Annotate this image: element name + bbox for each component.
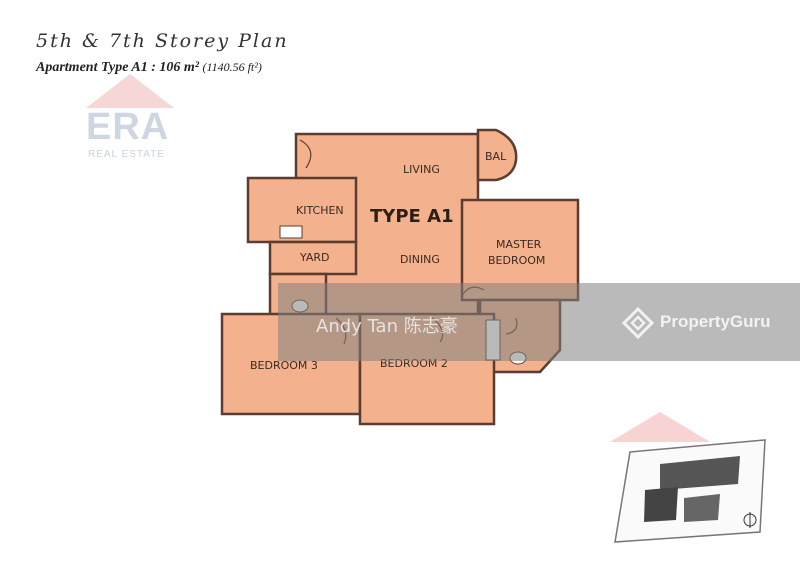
balcony — [476, 128, 518, 182]
propertyguru-logo-icon — [622, 307, 654, 339]
room-label-master-bedroom: BEDROOM — [488, 254, 545, 267]
room-label-master: MASTER — [496, 238, 542, 251]
era-watermark-sub: REAL ESTATE — [88, 149, 165, 160]
plan-title: 5th & 7th Storey Plan — [36, 30, 289, 52]
room-label-dining: DINING — [400, 253, 440, 266]
apartment-type-label: TYPE A1 — [370, 206, 454, 227]
room-label-kitchen: KITCHEN — [296, 204, 344, 217]
room-label-living: LIVING — [403, 163, 440, 176]
subtitle-area: Apartment Type A1 : 106 m² — [36, 60, 203, 75]
agent-watermark-text: Andy Tan 陈志豪 — [316, 316, 458, 337]
propertyguru-watermark-text: PropertyGuru — [660, 312, 771, 331]
apartment-type-subtitle: Apartment Type A1 : 106 m² (1140.56 ft²) — [36, 60, 262, 76]
key-plan — [610, 412, 766, 543]
era-watermark-text: ERA — [86, 106, 170, 148]
subtitle-area-sqft: (1140.56 ft²) — [202, 60, 262, 74]
watermark-band — [278, 283, 800, 361]
era-logo-icon — [86, 74, 174, 108]
room-label-yard: YARD — [299, 251, 330, 264]
room-label-bedroom3: BEDROOM 3 — [250, 359, 318, 372]
room-label-bal: BAL — [485, 150, 507, 163]
